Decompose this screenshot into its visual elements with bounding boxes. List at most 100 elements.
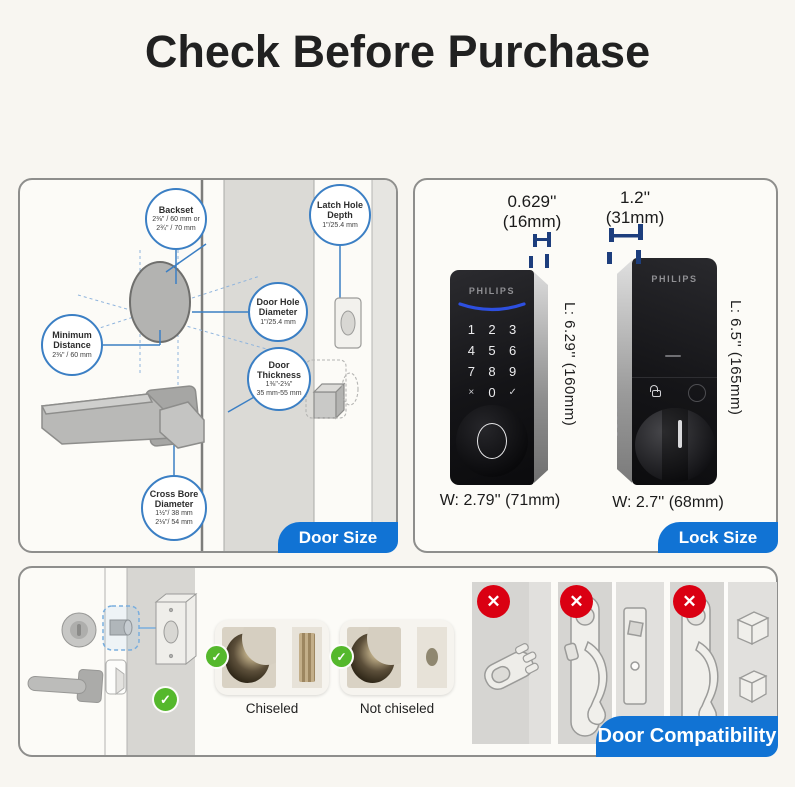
callout-value: 2⅛"/ 54 mm bbox=[155, 519, 193, 527]
cross-icon: ✕ bbox=[477, 585, 510, 618]
callout-label: Backset bbox=[158, 204, 194, 215]
mount-tooth bbox=[617, 416, 618, 420]
door-lever-handle bbox=[40, 385, 205, 449]
callout-minimum-distance: Minimum Distance 2⅜" / 60 mm bbox=[41, 314, 103, 376]
strike-plate-outline bbox=[105, 659, 127, 695]
back-lock-width-label: W: 2.7'' (68mm) bbox=[612, 494, 724, 511]
callout-label: Door Thickness bbox=[256, 359, 302, 380]
key-7: 7 bbox=[467, 364, 475, 379]
front-lock-side-edge bbox=[534, 272, 548, 483]
dimension-inches: 1.2'' bbox=[619, 188, 651, 207]
callout-label: Latch Hole Depth bbox=[316, 200, 363, 221]
door-edge-illustration bbox=[27, 568, 198, 755]
fingerprint-ring bbox=[477, 423, 507, 459]
check-icon: ✓ bbox=[206, 646, 227, 667]
dimension-mm: (16mm) bbox=[502, 212, 562, 232]
callout-value: 1⅜"-2⅛" bbox=[265, 380, 293, 388]
dimension-inches: 0.629'' bbox=[507, 192, 557, 211]
lock-size-panel: 0.629'' (16mm) 1.2'' (31mm) PHILIPS bbox=[413, 178, 778, 553]
callout-cross-bore-diameter: Cross Bore Diameter 1½"/ 38 mm 2⅛"/ 54 m… bbox=[141, 475, 207, 541]
door-compatibility-panel: ✓ ✓ Chiseled ✓ Not chiseled bbox=[18, 566, 778, 757]
back-thickness-dimension: 1.2'' (31mm) bbox=[575, 188, 695, 228]
latch-highlight-box bbox=[102, 605, 140, 651]
callout-value: 2¾" / 70 mm bbox=[156, 225, 196, 233]
lock-size-badge: Lock Size bbox=[658, 522, 778, 553]
back-lock: PHILIPS bbox=[617, 258, 717, 485]
key-1: 1 bbox=[467, 322, 475, 337]
separate-latch-outlines bbox=[736, 611, 770, 704]
callout-value: 1"/25.4 mm bbox=[322, 221, 358, 229]
front-lock-width-label: W: 2.79'' (71mm) bbox=[439, 492, 561, 509]
chiseled-card: ✓ bbox=[206, 620, 329, 695]
back-lock-side-edge bbox=[617, 260, 632, 483]
key-6: 6 bbox=[509, 343, 517, 358]
callout-backset: Backset 2⅜" / 60 mm or 2¾" / 70 mm bbox=[145, 188, 207, 250]
callout-label: Cross Bore Diameter bbox=[149, 488, 199, 509]
rim-lock-outline bbox=[484, 643, 539, 691]
key-4: 4 bbox=[467, 343, 475, 358]
callout-door-hole-diameter: Door Hole Diameter 1"/25.4 mm bbox=[248, 282, 308, 342]
knob-highlight bbox=[677, 420, 682, 448]
key-9: 9 bbox=[509, 364, 517, 379]
callout-value: 1"/25.4 mm bbox=[260, 318, 296, 326]
front-lock-face: PHILIPS 1 2 3 4 5 6 7 8 9 × 0 ✓ bbox=[450, 270, 534, 485]
front-lock-length-label: L: 6.29'' (160mm) bbox=[561, 302, 578, 427]
thumbturn-knob bbox=[634, 408, 715, 482]
callout-label: Minimum Distance bbox=[52, 330, 92, 351]
mount-tooth bbox=[617, 432, 618, 436]
key-0: 0 bbox=[488, 385, 496, 400]
not-chiseled-card: ✓ bbox=[331, 620, 454, 695]
back-lock-length-label: L: 6.5'' (165mm) bbox=[727, 300, 744, 416]
incompatible-handleset-deadbolt-column bbox=[670, 582, 777, 744]
cross-icon: ✕ bbox=[673, 585, 706, 618]
key-confirm: ✓ bbox=[508, 387, 517, 398]
cross-icon: ✕ bbox=[560, 585, 593, 618]
back-dimension-marker-icon bbox=[607, 224, 643, 264]
strike-plate bbox=[334, 297, 362, 349]
indicator-dash bbox=[665, 355, 681, 357]
callout-value: 2⅜" / 60 mm or bbox=[152, 215, 200, 223]
callout-label: Door Hole Diameter bbox=[256, 297, 300, 318]
key-2: 2 bbox=[488, 322, 496, 337]
page-title: Check Before Purchase bbox=[144, 26, 651, 77]
callout-value: 1½"/ 38 mm bbox=[155, 509, 193, 517]
philips-logo: PHILIPS bbox=[651, 274, 698, 284]
lever-handle bbox=[27, 668, 104, 704]
mount-tooth bbox=[617, 408, 618, 412]
knob-band bbox=[661, 408, 688, 482]
key-3: 3 bbox=[509, 322, 517, 337]
check-icon: ✓ bbox=[154, 688, 177, 711]
mount-tooth bbox=[617, 424, 618, 428]
key-cancel: × bbox=[468, 387, 475, 398]
bore-hole-photo bbox=[347, 627, 401, 688]
back-lock-face: PHILIPS bbox=[632, 258, 717, 485]
unlock-icon bbox=[650, 385, 661, 397]
door-measurement-diagram bbox=[40, 180, 396, 551]
callout-door-thickness: Door Thickness 1⅜"-2⅛" 35 mm-55 mm bbox=[247, 347, 311, 411]
deadbolt-cylinder bbox=[61, 612, 97, 648]
mortise-edge-plate-outline bbox=[623, 607, 647, 705]
strike-pocket-box bbox=[154, 592, 198, 666]
front-thickness-dimension: 0.629'' (16mm) bbox=[472, 192, 592, 232]
chiseled-label: Chiseled bbox=[245, 701, 299, 716]
dimension-mm: (31mm) bbox=[605, 208, 665, 228]
latch-bolt bbox=[109, 619, 133, 636]
led-arc-icon bbox=[458, 302, 526, 312]
fingerprint-reader-icon bbox=[456, 405, 528, 477]
not-chiseled-label: Not chiseled bbox=[359, 701, 435, 716]
round-button bbox=[688, 384, 706, 402]
callout-value: 35 mm-55 mm bbox=[256, 390, 302, 398]
door-size-badge: Door Size bbox=[278, 522, 398, 553]
key-8: 8 bbox=[488, 364, 496, 379]
front-dimension-marker-icon bbox=[529, 232, 551, 268]
key-5: 5 bbox=[488, 343, 496, 358]
panel-seam bbox=[632, 377, 717, 378]
keypad: 1 2 3 4 5 6 7 8 9 × 0 ✓ bbox=[461, 322, 523, 400]
door-size-panel: Backset 2⅜" / 60 mm or 2¾" / 70 mm Latch… bbox=[18, 178, 398, 553]
callout-latch-hole-depth: Latch Hole Depth 1"/25.4 mm bbox=[309, 184, 371, 246]
check-icon: ✓ bbox=[331, 646, 352, 667]
front-lock: PHILIPS 1 2 3 4 5 6 7 8 9 × 0 ✓ bbox=[450, 270, 548, 485]
not-chiseled-edge-photo bbox=[417, 627, 447, 688]
callout-value: 2⅜" / 60 mm bbox=[52, 351, 92, 359]
